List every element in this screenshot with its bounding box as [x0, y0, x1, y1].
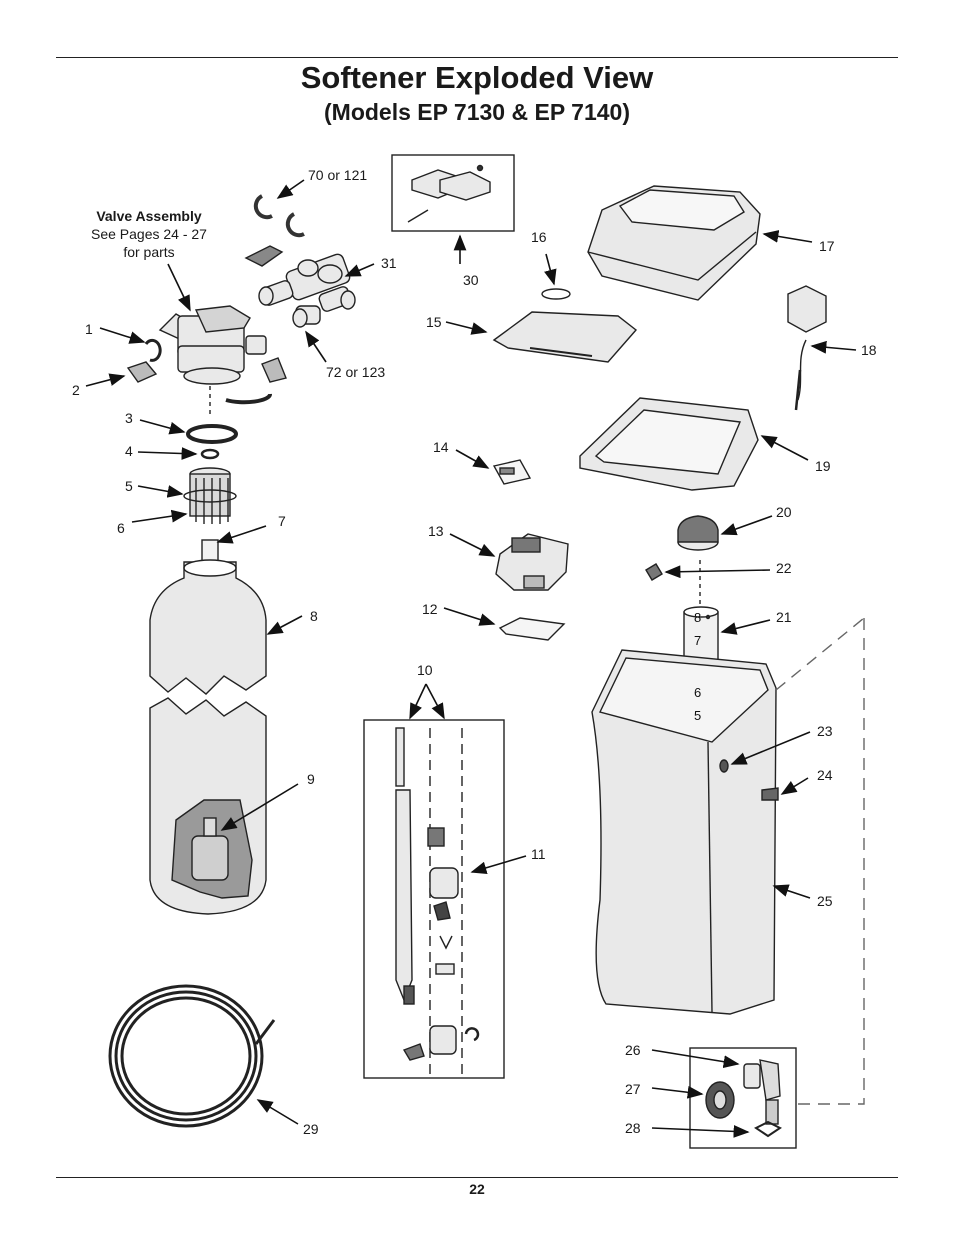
- callout-23: 23: [817, 723, 833, 739]
- part-15-top-cover-icon: [492, 311, 638, 363]
- callout-4: 4: [125, 443, 133, 459]
- salt-lid-cover-icon: [587, 185, 761, 301]
- cabinet-icon: [591, 649, 779, 1015]
- top-rule: [56, 57, 898, 58]
- page-subtitle: (Models EP 7130 & EP 7140): [324, 99, 630, 125]
- part-12-tray-icon: [498, 617, 566, 641]
- drain-hose-coil-icon: [108, 984, 276, 1128]
- tube-scale-5: 5: [694, 708, 701, 723]
- bypass-valve-icon: [244, 245, 356, 328]
- bottom-rule: [56, 1177, 898, 1178]
- part-3-o-ring-icon: [186, 424, 238, 444]
- valve-note-heading: Valve Assembly: [96, 208, 202, 224]
- part-4-o-ring-icon: [200, 448, 220, 460]
- callout-8: 8: [310, 608, 318, 624]
- drain-elbow-icon: [705, 1059, 782, 1138]
- callout-29: 29: [303, 1121, 319, 1137]
- salt-tray-icon: [579, 397, 759, 491]
- callout-19: 19: [815, 458, 831, 474]
- callout-9: 9: [307, 771, 315, 787]
- brine-tube-scale: 8 7 6 5: [694, 610, 701, 723]
- callout-26: 26: [625, 1042, 641, 1058]
- tube-scale-8: 8: [694, 610, 701, 625]
- valve-note-line1: See Pages 24 - 27: [91, 226, 207, 242]
- part-14-decal-icon: [492, 459, 532, 485]
- callout-17: 17: [819, 238, 835, 254]
- page-title: Softener Exploded View: [300, 60, 654, 95]
- callout-22: 22: [776, 560, 792, 576]
- callout-28: 28: [625, 1120, 641, 1136]
- callout-20: 20: [776, 504, 792, 520]
- callout-10: 10: [417, 662, 433, 678]
- callout-18: 18: [861, 342, 877, 358]
- tube-scale-7: 7: [694, 633, 701, 648]
- brine-valve-assembly-icon: [395, 727, 480, 1076]
- assembly-dashed-lines: [775, 617, 865, 1105]
- valve-note-line2: for parts: [123, 244, 175, 260]
- callout-25: 25: [817, 893, 833, 909]
- callout-2: 2: [72, 382, 80, 398]
- callout-72: 72 or 123: [326, 364, 386, 380]
- valve-assembly-icon: [126, 305, 287, 418]
- callout-16: 16: [531, 229, 547, 245]
- callout-1: 1: [85, 321, 93, 337]
- part-30-clip-icon: [407, 164, 491, 223]
- callout-70: 70 or 121: [308, 167, 368, 183]
- callout-31: 31: [381, 255, 397, 271]
- callout-6: 6: [117, 520, 125, 536]
- callout-21: 21: [776, 609, 792, 625]
- transformer-icon: [787, 285, 827, 411]
- part-13-controller-icon: [495, 533, 569, 591]
- tube-scale-6: 6: [694, 685, 701, 700]
- callout-30: 30: [463, 272, 479, 288]
- callout-13: 13: [428, 523, 444, 539]
- callout-12: 12: [422, 601, 438, 617]
- part-10-inset-box: [363, 719, 505, 1079]
- callout-11: 11: [531, 846, 546, 862]
- distributor-basket-icon: [183, 467, 237, 524]
- valve-assembly-note: Valve Assembly See Pages 24 - 27 for par…: [80, 207, 218, 261]
- callout-leader-lines: [85, 179, 857, 1138]
- page-number: 22: [469, 1181, 485, 1197]
- part-70-clip-icon: [253, 194, 305, 238]
- mineral-tank-icon: [149, 539, 267, 915]
- callout-7: 7: [278, 513, 286, 529]
- callout-27: 27: [625, 1081, 641, 1097]
- callout-3: 3: [125, 410, 133, 426]
- callout-24: 24: [817, 767, 833, 783]
- part-22-plug-icon: [645, 563, 663, 581]
- part-20-brine-cap-icon: [677, 515, 719, 551]
- callout-14: 14: [433, 439, 449, 455]
- callout-5: 5: [125, 478, 133, 494]
- callout-15: 15: [426, 314, 442, 330]
- part-16-decal-icon: [541, 288, 571, 300]
